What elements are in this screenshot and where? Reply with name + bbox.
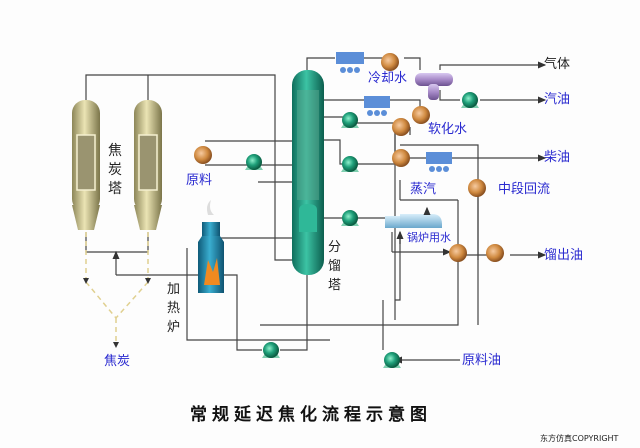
exchanger-mid-reflux: [468, 179, 486, 197]
heater-label: 加热炉: [167, 282, 181, 335]
coke-drum-right: [134, 100, 162, 230]
pumps: [245, 92, 479, 368]
exchanger-side-1: [392, 118, 410, 136]
feed-oil-label: 原料油: [462, 353, 502, 368]
gasoline-label: 汽油: [544, 92, 571, 107]
mid-reflux-label: 中段回流: [498, 182, 551, 197]
exchanger-cooling-water: [381, 53, 399, 71]
boiler-water-label: 锅炉用水: [407, 231, 451, 244]
air-cooler-top: [336, 52, 364, 73]
exchanger-soft-water: [412, 106, 430, 124]
exchanger-distillate-1: [449, 244, 467, 262]
pump-gasoline: [461, 92, 479, 108]
coke-discharge-lines: [85, 232, 149, 345]
diagram-title: 常规延迟焦化流程示意图: [190, 405, 432, 425]
pump-feed: [245, 154, 263, 170]
cooling-water-label: 冷却水: [368, 71, 408, 86]
coke-label: 焦炭: [104, 354, 131, 369]
pump-feed-oil: [383, 352, 401, 368]
copyright-text: 东方仿真COPYRIGHT: [540, 434, 619, 443]
exchanger-diesel: [392, 149, 410, 167]
heat-exchangers: [194, 53, 504, 262]
feed-label: 原料: [186, 173, 213, 188]
fractionator-tower: [292, 70, 324, 275]
fractionator-label: 分馏塔: [328, 240, 342, 293]
diesel-label: 柴油: [544, 150, 571, 165]
piping: [85, 57, 547, 364]
soft-water-label: 软化水: [428, 122, 468, 137]
air-cooler-reflux: [364, 96, 390, 116]
pump-side-2: [341, 156, 359, 172]
pump-side-3: [341, 210, 359, 226]
pump-bottoms: [262, 342, 280, 358]
coke-drum-left: [72, 100, 100, 230]
heater: [198, 200, 224, 293]
exchanger-feed: [194, 146, 212, 164]
gas-oil-separator: [415, 73, 453, 100]
steam-generator: [385, 206, 442, 244]
pump-side-1: [341, 112, 359, 128]
exchanger-distillate-2: [486, 244, 504, 262]
steam-label: 蒸汽: [410, 182, 437, 197]
gas-label: 气体: [544, 57, 571, 72]
air-cooler-diesel: [426, 152, 452, 172]
distillate-label: 馏出油: [544, 248, 584, 263]
coke-drums-label: 焦炭塔: [108, 143, 122, 197]
